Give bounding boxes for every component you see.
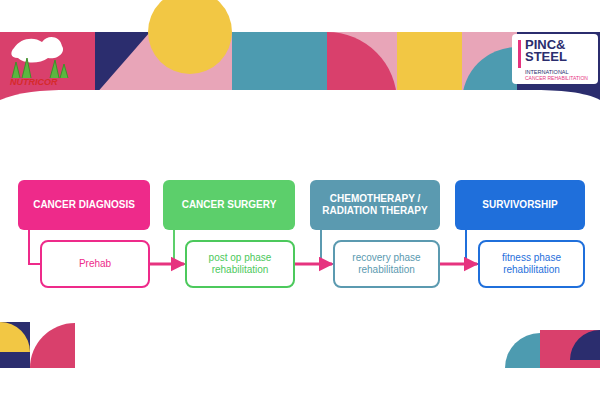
header-text: CANCER SURGERY bbox=[182, 199, 277, 211]
flow-arrow bbox=[295, 263, 332, 266]
bracket-line bbox=[466, 230, 478, 264]
logo-bar bbox=[518, 40, 521, 68]
band-edge bbox=[0, 90, 600, 110]
header-text: SURVIVORSHIP bbox=[482, 199, 557, 211]
box-text: recovery phase rehabilitation bbox=[341, 252, 432, 276]
bracket-line bbox=[321, 230, 333, 264]
flow-arrow bbox=[440, 263, 477, 266]
rehab-box: Prehab bbox=[40, 240, 150, 288]
corner-block bbox=[505, 333, 540, 368]
corner-block bbox=[0, 322, 30, 352]
left-logo bbox=[11, 37, 68, 78]
logo-subtext: INTERNATIONAL bbox=[525, 69, 569, 75]
corner-block bbox=[540, 330, 600, 368]
milk-splash bbox=[11, 37, 63, 62]
top-band bbox=[0, 0, 600, 110]
logo-ground bbox=[512, 34, 598, 84]
stage-header: SURVIVORSHIP bbox=[455, 180, 585, 230]
stage-header: CHEMOTHERAPY / RADIATION THERAPY bbox=[310, 180, 440, 230]
band-block bbox=[148, 0, 232, 74]
stage-header: CANCER SURGERY bbox=[163, 180, 295, 230]
grass bbox=[12, 58, 68, 78]
header-text: CHEMOTHERAPY / RADIATION THERAPY bbox=[316, 193, 434, 217]
rehab-box: recovery phase rehabilitation bbox=[333, 240, 440, 288]
bottom-corners bbox=[0, 322, 600, 368]
flow-arrow bbox=[150, 263, 184, 266]
rehab-box: fitness phase rehabilitation bbox=[478, 240, 585, 288]
corner-block bbox=[0, 322, 30, 368]
box-text: Prehab bbox=[79, 258, 111, 270]
box-text: fitness phase rehabilitation bbox=[486, 252, 577, 276]
corner-block bbox=[570, 330, 600, 360]
header-text: CANCER DIAGNOSIS bbox=[33, 199, 135, 211]
band-block bbox=[95, 32, 150, 95]
bracket-line bbox=[174, 230, 185, 264]
corner-block bbox=[30, 323, 75, 368]
rehab-box: post op phase rehabilitation bbox=[185, 240, 295, 288]
stage-header: CANCER DIAGNOSIS bbox=[18, 180, 150, 230]
logo-subtext: CANCER REHABILITATION bbox=[525, 76, 588, 82]
logo-text: PINC& STEEL bbox=[525, 39, 575, 64]
logo-text: NUTRICOR bbox=[10, 78, 58, 88]
right-logo bbox=[512, 34, 598, 84]
box-text: post op phase rehabilitation bbox=[193, 252, 287, 276]
bracket-line bbox=[29, 230, 40, 264]
